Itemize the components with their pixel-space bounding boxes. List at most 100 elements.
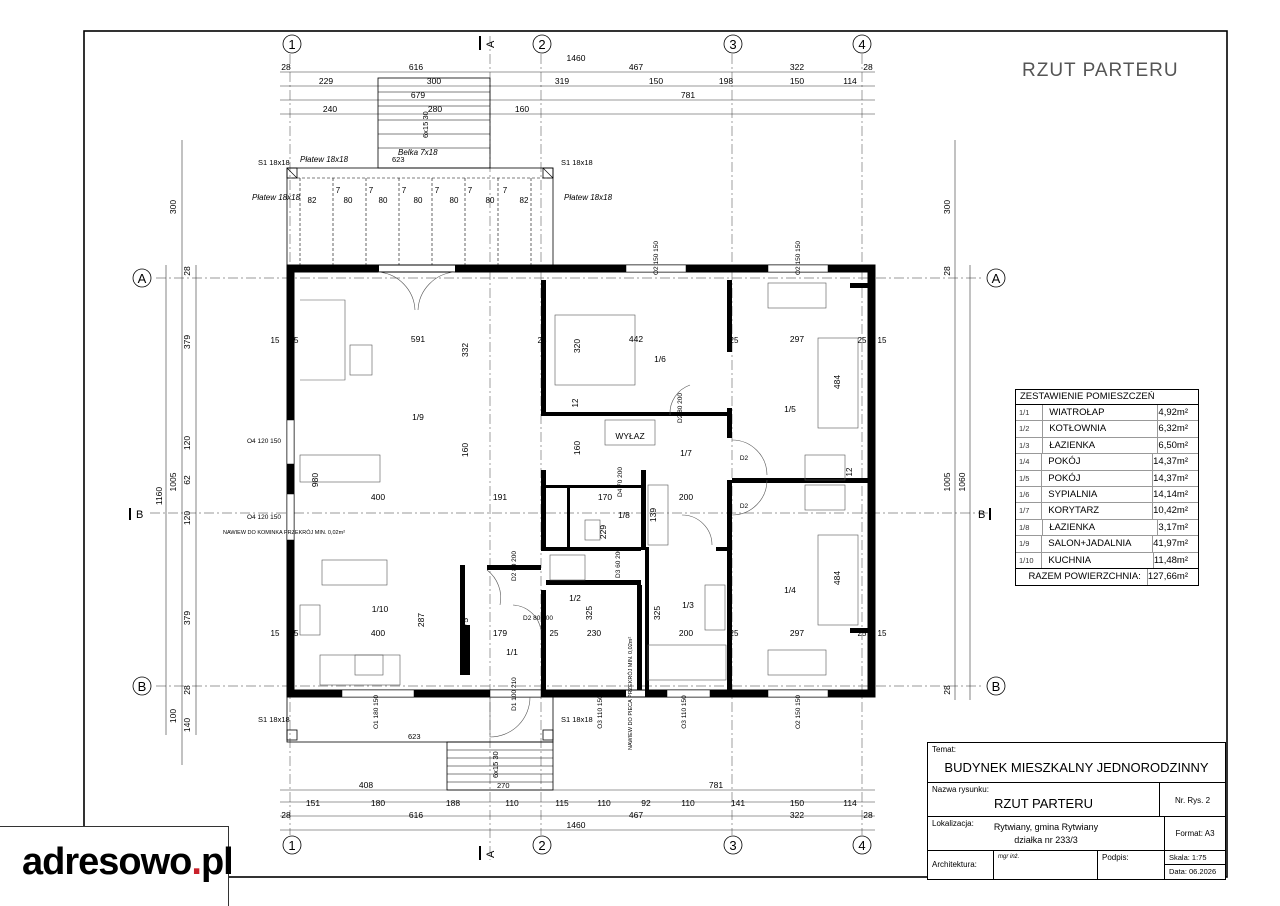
room-label-1-9: 1/9 <box>412 412 424 422</box>
wall-thk-5: 15 <box>878 336 887 345</box>
axis-col-1-bottom: 1 <box>288 838 295 853</box>
dim-bot3-0: 28 <box>281 810 291 820</box>
dim-bot-total: 1460 <box>567 820 586 830</box>
room-dim-1-5-1: 484 <box>832 375 842 389</box>
dim-left-9: 140 <box>182 718 192 732</box>
room-dim-1-9-4: 980 <box>310 473 320 487</box>
schedule-cell-no: 1/9 <box>1016 536 1043 552</box>
adresowo-logo: adresowo.pl <box>0 826 234 906</box>
room-dim-1-3-1: 325 <box>652 606 662 620</box>
tb-topic-label: Temat: <box>932 745 957 754</box>
schedule-cell-area: 6,32m² <box>1158 423 1188 435</box>
room-label-1-1: 1/1 <box>506 647 518 657</box>
schedule-cell-no: 1/5 <box>1016 470 1043 486</box>
wall-thk-0: 15 <box>271 336 280 345</box>
room-dim-1-7-0: 191 <box>493 492 507 502</box>
opening-14: D4 70 200 <box>617 467 624 497</box>
dim-top-1: 616 <box>409 62 423 72</box>
wall-thk-8: 25 <box>538 336 547 345</box>
room-dim-1-7-3: 160 <box>572 441 582 455</box>
dim-top3-0: 679 <box>411 90 425 100</box>
tb-date-cell: Data: 06.2026 <box>1165 865 1225 879</box>
axis-row-b-right: B <box>992 679 1001 694</box>
terrace-bottom-dim: 623 <box>408 732 421 741</box>
room-dim-1-9-0: 591 <box>411 334 425 344</box>
furniture <box>299 271 859 738</box>
dim-bot2-0: 151 <box>306 798 320 808</box>
schedule-cell-name: WIATROŁAP <box>1043 405 1159 421</box>
tb-sheet-cell: Nr. Rys. 2 <box>1160 783 1225 817</box>
room-dim-1-2-1: 325 <box>584 606 594 620</box>
tb-architect-label: Architektura: <box>932 860 977 869</box>
wall-thk-7: 15 <box>878 629 887 638</box>
dim-left-6: 379 <box>182 611 192 625</box>
room-label-1-6: 1/6 <box>654 354 666 364</box>
dim-bot3-2: 467 <box>629 810 643 820</box>
dim-right-1: 28 <box>942 266 952 276</box>
opening-15: D3 60 200 <box>615 548 622 578</box>
axis-col-3: 3 <box>729 37 736 52</box>
tb-location-label: Lokalizacja: <box>932 819 974 828</box>
tb-architect: mgr inż. <box>998 854 1020 860</box>
axis-row-a-right: A <box>992 271 1001 286</box>
room-dim-1-6-1: 320 <box>572 339 582 353</box>
room-dim-1-1-1: 275 <box>460 618 470 632</box>
opening-3: O4 120 150 <box>247 514 281 521</box>
tb-location-2: działka nr 233/3 <box>1014 835 1078 845</box>
dim-top-4: 28 <box>863 62 873 72</box>
dim-top2-2: 319 <box>555 76 569 86</box>
schedule-cell-area: 14,37m² <box>1153 456 1188 468</box>
schedule-cell-name: KUCHNIA <box>1042 552 1154 568</box>
logo-tld: pl <box>200 841 234 883</box>
post-label-2: S1 18x18 <box>258 715 290 724</box>
axis-row-a-left: A <box>138 271 147 286</box>
schedule-cell-no: 1/8 <box>1016 519 1044 536</box>
schedule-cell-area: 3,17m² <box>1158 521 1188 533</box>
schedule-cell-name: SALON+JADALNIA <box>1042 536 1154 552</box>
schedule-cell-no: 1/2 <box>1016 421 1044 437</box>
beam-spacing-1: 7 <box>336 186 341 195</box>
dim-top2-6: 114 <box>843 76 857 86</box>
dim-bot3-4: 28 <box>863 810 873 820</box>
beam-label-2: Płatew 18x18 <box>564 193 613 202</box>
wall-thk-12: 12 <box>571 398 580 407</box>
opening-6: O3 110 150 <box>681 695 688 729</box>
schedule-cell-area: 6,50m² <box>1158 439 1188 451</box>
room-dim-1-4-1: 484 <box>832 571 842 585</box>
dim-left-4: 62 <box>182 475 192 485</box>
opening-1: O2 150 150 <box>795 241 802 275</box>
opening-10: D2 80 200 <box>511 551 518 581</box>
axis-row-b-left: B <box>138 679 147 694</box>
logo-dot: . <box>191 841 202 883</box>
wall-thk-13: 12 <box>845 467 854 476</box>
schedule-cell-area: 10,42m² <box>1153 505 1188 517</box>
schedule-header: ZESTAWIENIE POMIESZCZEŃ <box>1016 390 1198 405</box>
beam-spacing-12: 82 <box>520 196 529 205</box>
room-dim-1-8-0: 139 <box>648 508 658 522</box>
schedule-cell-name: SYPIALNIA <box>1042 486 1154 503</box>
dim-bot2-10: 114 <box>843 798 857 808</box>
hatch-label: WYŁAZ <box>615 431 644 441</box>
axis-col-4-bottom: 4 <box>858 838 865 853</box>
dim-left-5: 120 <box>182 511 192 525</box>
beam-spacing-4: 80 <box>379 196 388 205</box>
tb-date: Data: 06.2026 <box>1169 867 1217 876</box>
tb-location-cell: Lokalizacja: Rytwiany, gmina Rytwiany dz… <box>928 817 1165 851</box>
room-label-1-8: 1/8 <box>618 510 630 520</box>
wall-thk-1: 25 <box>290 336 299 345</box>
schedule-cell-no: 1/7 <box>1016 503 1043 519</box>
tb-drawing-cell: Nazwa rysunku: RZUT PARTERU <box>928 783 1160 817</box>
schedule-cell-area: 14,14m² <box>1153 488 1188 500</box>
room-label-1-4: 1/4 <box>784 585 796 595</box>
opening-5: O3 110 150 <box>597 695 604 729</box>
beam-spacing-3: 7 <box>369 186 374 195</box>
dim-top4-2: 160 <box>515 104 529 114</box>
